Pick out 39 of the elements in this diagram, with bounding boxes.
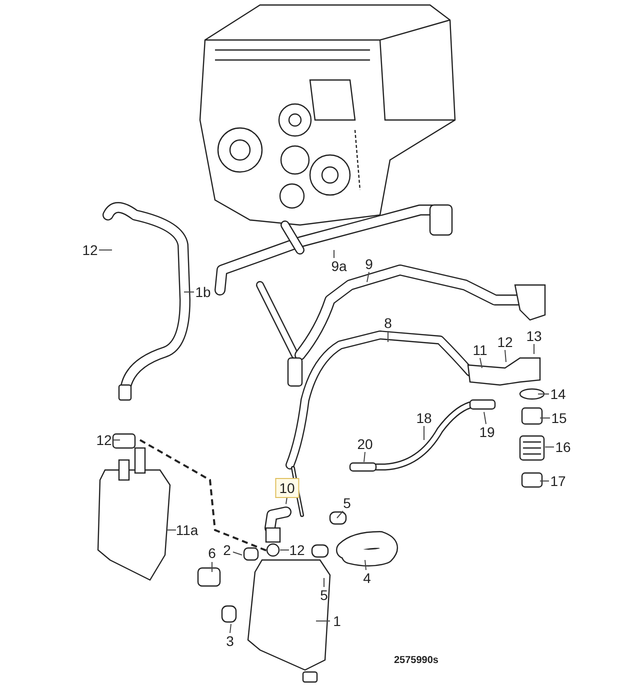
leader-line	[480, 358, 482, 368]
callout-number: 18	[415, 410, 433, 426]
leader-line	[230, 624, 232, 634]
callout-number: 8	[383, 315, 393, 331]
leader-line	[364, 452, 366, 462]
callout-number: 11	[472, 342, 488, 358]
callout-number: 9	[364, 256, 374, 272]
callout-number: 12	[288, 542, 306, 558]
leader-line	[316, 620, 330, 622]
callout-number: 12	[95, 432, 113, 448]
callout-number: 5	[342, 495, 352, 511]
drawing-number: 2575990s	[394, 655, 438, 666]
callout-number: 5	[319, 587, 329, 603]
callout-number: 1	[332, 613, 342, 629]
callout-number: 17	[549, 473, 567, 489]
callout-number: 9a	[330, 258, 348, 274]
leader-line	[336, 510, 344, 518]
callout-number: 1b	[194, 284, 212, 300]
leader-line	[364, 560, 366, 570]
leader-line	[484, 412, 486, 424]
callout-number: 19	[478, 424, 496, 440]
leader-line	[544, 446, 554, 448]
leader-line	[366, 272, 370, 282]
callout-number: 12	[81, 242, 99, 258]
callout-number: 4	[362, 570, 372, 586]
callout-number: 10	[275, 478, 299, 498]
callout-number: 15	[550, 410, 568, 426]
callout-number: 16	[554, 439, 572, 455]
callout-number: 6	[207, 545, 217, 561]
leader-line	[504, 350, 506, 362]
callout-number: 12	[496, 334, 514, 350]
callout-number: 14	[549, 386, 567, 402]
leader-line	[540, 480, 550, 482]
callout-number: 13	[525, 328, 543, 344]
callout-number: 11a	[174, 522, 200, 538]
callout-number: 2	[222, 542, 232, 558]
callout-number: 20	[356, 436, 374, 452]
callout-number: 3	[225, 633, 235, 649]
leader-line	[232, 552, 242, 556]
